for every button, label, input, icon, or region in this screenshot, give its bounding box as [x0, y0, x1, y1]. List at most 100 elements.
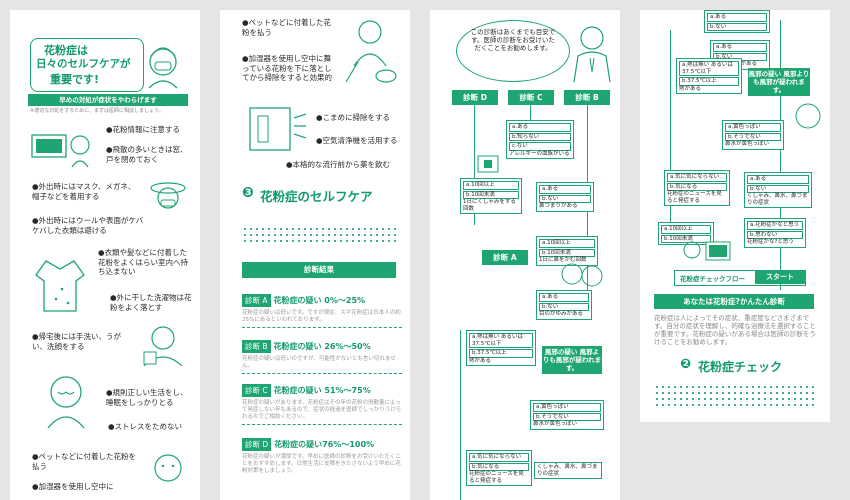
tip-item: ●飛散の多いときは窓、戸を閉めておく: [106, 145, 188, 164]
dog-illustration-icon: [154, 454, 182, 482]
title-line-3: 重要です!: [50, 73, 100, 86]
result-title: 花粉症の疑い76%〜100%: [274, 440, 375, 449]
title-line-2: 日々のセルフケアが: [36, 58, 131, 70]
question-label: 1日に鼻をかむ回数: [539, 257, 587, 263]
woman-mask-illustration-icon: [148, 47, 178, 89]
question-label: 目のかゆみがある: [539, 311, 584, 317]
dotted-divider: [242, 226, 397, 244]
result-label: 診断 D: [242, 438, 272, 451]
diagnosis-c-box: 診断 C: [508, 90, 554, 105]
dotted-divider: [654, 384, 814, 406]
tip-item: ●花粉情報に注意する: [106, 125, 181, 134]
question-label: 鼻水が黄色っぽい: [533, 421, 578, 427]
question-label: アレルギーの血族がいる: [509, 150, 570, 157]
question-symptoms: a.ある b.ない くしゃみ、鼻水、鼻づまりの症状: [744, 172, 812, 208]
title-line-1: 花粉症は: [44, 44, 88, 57]
question-news: a.気に気にならない b.気になる 花粉症のニュースを見ると発症する: [664, 170, 730, 206]
tip-item: ●外出時にはウールや表面がケバケバした衣類は避ける: [32, 216, 144, 235]
title-frame: [30, 38, 144, 92]
flow-line: [530, 105, 531, 121]
flow-line: [670, 30, 671, 230]
tv-watching-illustration-icon: [683, 241, 731, 261]
results-header: 診断結果: [242, 262, 396, 278]
diagnosis-b-box: 診断 B: [564, 90, 610, 105]
sleeping-illustration-icon: [47, 376, 85, 429]
result-title: 花粉症の疑い 0%〜25%: [273, 296, 366, 305]
page-panel-2: ●ペットなどに付着した花粉を払う ●加湿器を使用し空中に舞っている花粉を下に落と…: [220, 10, 410, 500]
result-label: 診断 A: [242, 294, 271, 307]
diagnosis-d-box: 診断 D: [452, 90, 498, 105]
tip-item: ●規則正しい生活をし、睡眠をしっかりとる: [106, 388, 188, 407]
cold-suspicion-box: 風邪の疑い 風邪よりも風邪が疑われます。: [542, 346, 602, 374]
question-label: 花粉症かな?と思う: [747, 239, 794, 245]
flow-line: [780, 20, 781, 290]
woman-hat-illustration-icon: [150, 182, 186, 209]
tip-item: ●外出時にはマスク、メガネ、帽子などを着用する: [32, 182, 136, 201]
question-label: 1日にくしゃみをする回数: [463, 199, 516, 212]
flow-label: 花粉症チェックフロー: [680, 275, 745, 283]
tip-item: ●外に干した洗濯物は花粉をよく落とす: [110, 293, 192, 312]
tip-item: ●空気清浄機を活用する: [316, 136, 398, 145]
tip-item: ●加湿器を使用し空中に舞っている花粉を下に落としてから掃除をすると効果的: [242, 54, 332, 82]
tip-item: ●ストレスをためない: [108, 422, 183, 431]
question-label: くしゃみ、鼻水、鼻づまりの症状: [747, 193, 808, 206]
question-label: 花粉症のニュースを見ると発症する: [469, 471, 524, 484]
question-symptoms: くしゃみ、鼻水、鼻づまりの症状: [534, 462, 602, 479]
tip-item: ●ペットなどに付着した花粉を払う: [242, 18, 332, 37]
start-button[interactable]: スタート: [755, 270, 805, 284]
page-panel-1: 花粉症は 日々のセルフケアが 重要です! 早めの対処が症状をやわらげます ※適切…: [10, 10, 200, 500]
speech-text: この診断はあくまでも目安です。医師の診断をお受けいただくことをお勧めします。: [470, 28, 556, 52]
question-label: 鼻づまりがある: [539, 203, 578, 209]
section-title: 花粉症チェック: [698, 360, 783, 374]
question-label: 鼻水が黄色っぽい: [725, 141, 770, 147]
question-news: a.気に気にならない b.気になる 花粉症のニュースを見ると発症する: [466, 450, 532, 486]
tip-item: ●帰宅後には手洗い、うがい、洗顔をする: [32, 332, 122, 351]
intro-body: 花粉症は人によってその症状、重症度などさまざまです。自分の症状を理解し、的確な治…: [654, 314, 816, 346]
result-body: 花粉症の疑いは低いのですが、可能性がないとも言い切れません。: [242, 356, 396, 369]
question-itch: a.ある b.ない 目のかゆみがある: [536, 290, 592, 320]
medicine-box-icon: [477, 155, 499, 173]
flow-line: [474, 105, 475, 225]
coat-illustration-icon: [35, 260, 85, 312]
tip-item: ●加湿器を使用し空中に: [32, 482, 114, 491]
question-nose: a.ある b.ない 鼻づまりがある: [536, 182, 594, 212]
note-text: ※適切な対処をするために、まずは医師に相談しましょう。: [30, 108, 164, 114]
question-self-check: a.花粉症かなと思う b.思わない 花粉症かな?と思う: [744, 218, 806, 248]
washing-illustration-icon: [143, 326, 183, 367]
vacuum-cleaner-illustration-icon: [345, 20, 397, 83]
question-label: 熱がある: [679, 85, 702, 92]
tv-illustration-icon: [31, 134, 90, 168]
question-label: 熱がある: [469, 357, 492, 364]
diagnosis-a-box: 診断 A: [482, 250, 528, 265]
question-fever: a.熱は無い あるいは37.5℃以下 b.37.5℃以上 熱がある: [466, 330, 536, 366]
question-allergy: a.ある b.知らない c.ない アレルギーの血族がいる: [506, 120, 574, 159]
tip-item: ●本格的な流行前から薬を飲む: [286, 160, 391, 169]
result-title: 花粉症の疑い 51%〜75%: [273, 386, 371, 395]
section-title: 花粉症のセルフケア: [260, 189, 373, 204]
section-number: ❸: [242, 185, 254, 201]
tip-item: ●衣類や髪などに付着した花粉をよくはらい室内へ持ち込まない: [98, 248, 188, 276]
question-fever: a.熱は無い あるいは37.5℃以下 b.37.5℃以上 熱がある: [676, 58, 742, 94]
face-illustration-icon: [795, 103, 821, 129]
doctor-illustration-icon: [573, 26, 611, 83]
question-yellow: a.黄色っぽい b.そうでない 鼻水が黄色っぽい: [530, 400, 604, 430]
question-label: 花粉症のニュースを見ると発症する: [667, 191, 722, 204]
speech-bubble: [456, 20, 570, 82]
section-number: ❷: [680, 357, 692, 372]
subtitle-bar: 早めの対処が症状をやわらげます: [28, 94, 188, 106]
question-yellow: a.黄色っぽい b.そうでない 鼻水が黄色っぽい: [722, 120, 784, 150]
question-sneeze: a.10回以上 b.10回未満 1日にくしゃみをする回数: [460, 178, 522, 214]
flow-start-frame: [674, 270, 806, 286]
result-body: 花粉症の疑いは低いです。ですが現在、スギ花粉症は日本人の約25%にあるといわれて…: [242, 310, 401, 323]
result-label: 診断 C: [242, 384, 271, 397]
result-body: 花粉症の疑いが濃厚です。早めに医師の診断をお受けいただくことをおすすめします。日…: [242, 454, 401, 474]
air-purifier-illustration-icon: [249, 107, 307, 151]
page-panel-4: a.ある b.ない a.ある b.ない 目のかゆみがある a.熱は無い あるいは…: [640, 10, 830, 422]
result-label: 診断 B: [242, 340, 271, 353]
tip-item: ●ペットなどに付着した花粉を払う: [32, 452, 137, 471]
flow-line: [460, 330, 461, 500]
